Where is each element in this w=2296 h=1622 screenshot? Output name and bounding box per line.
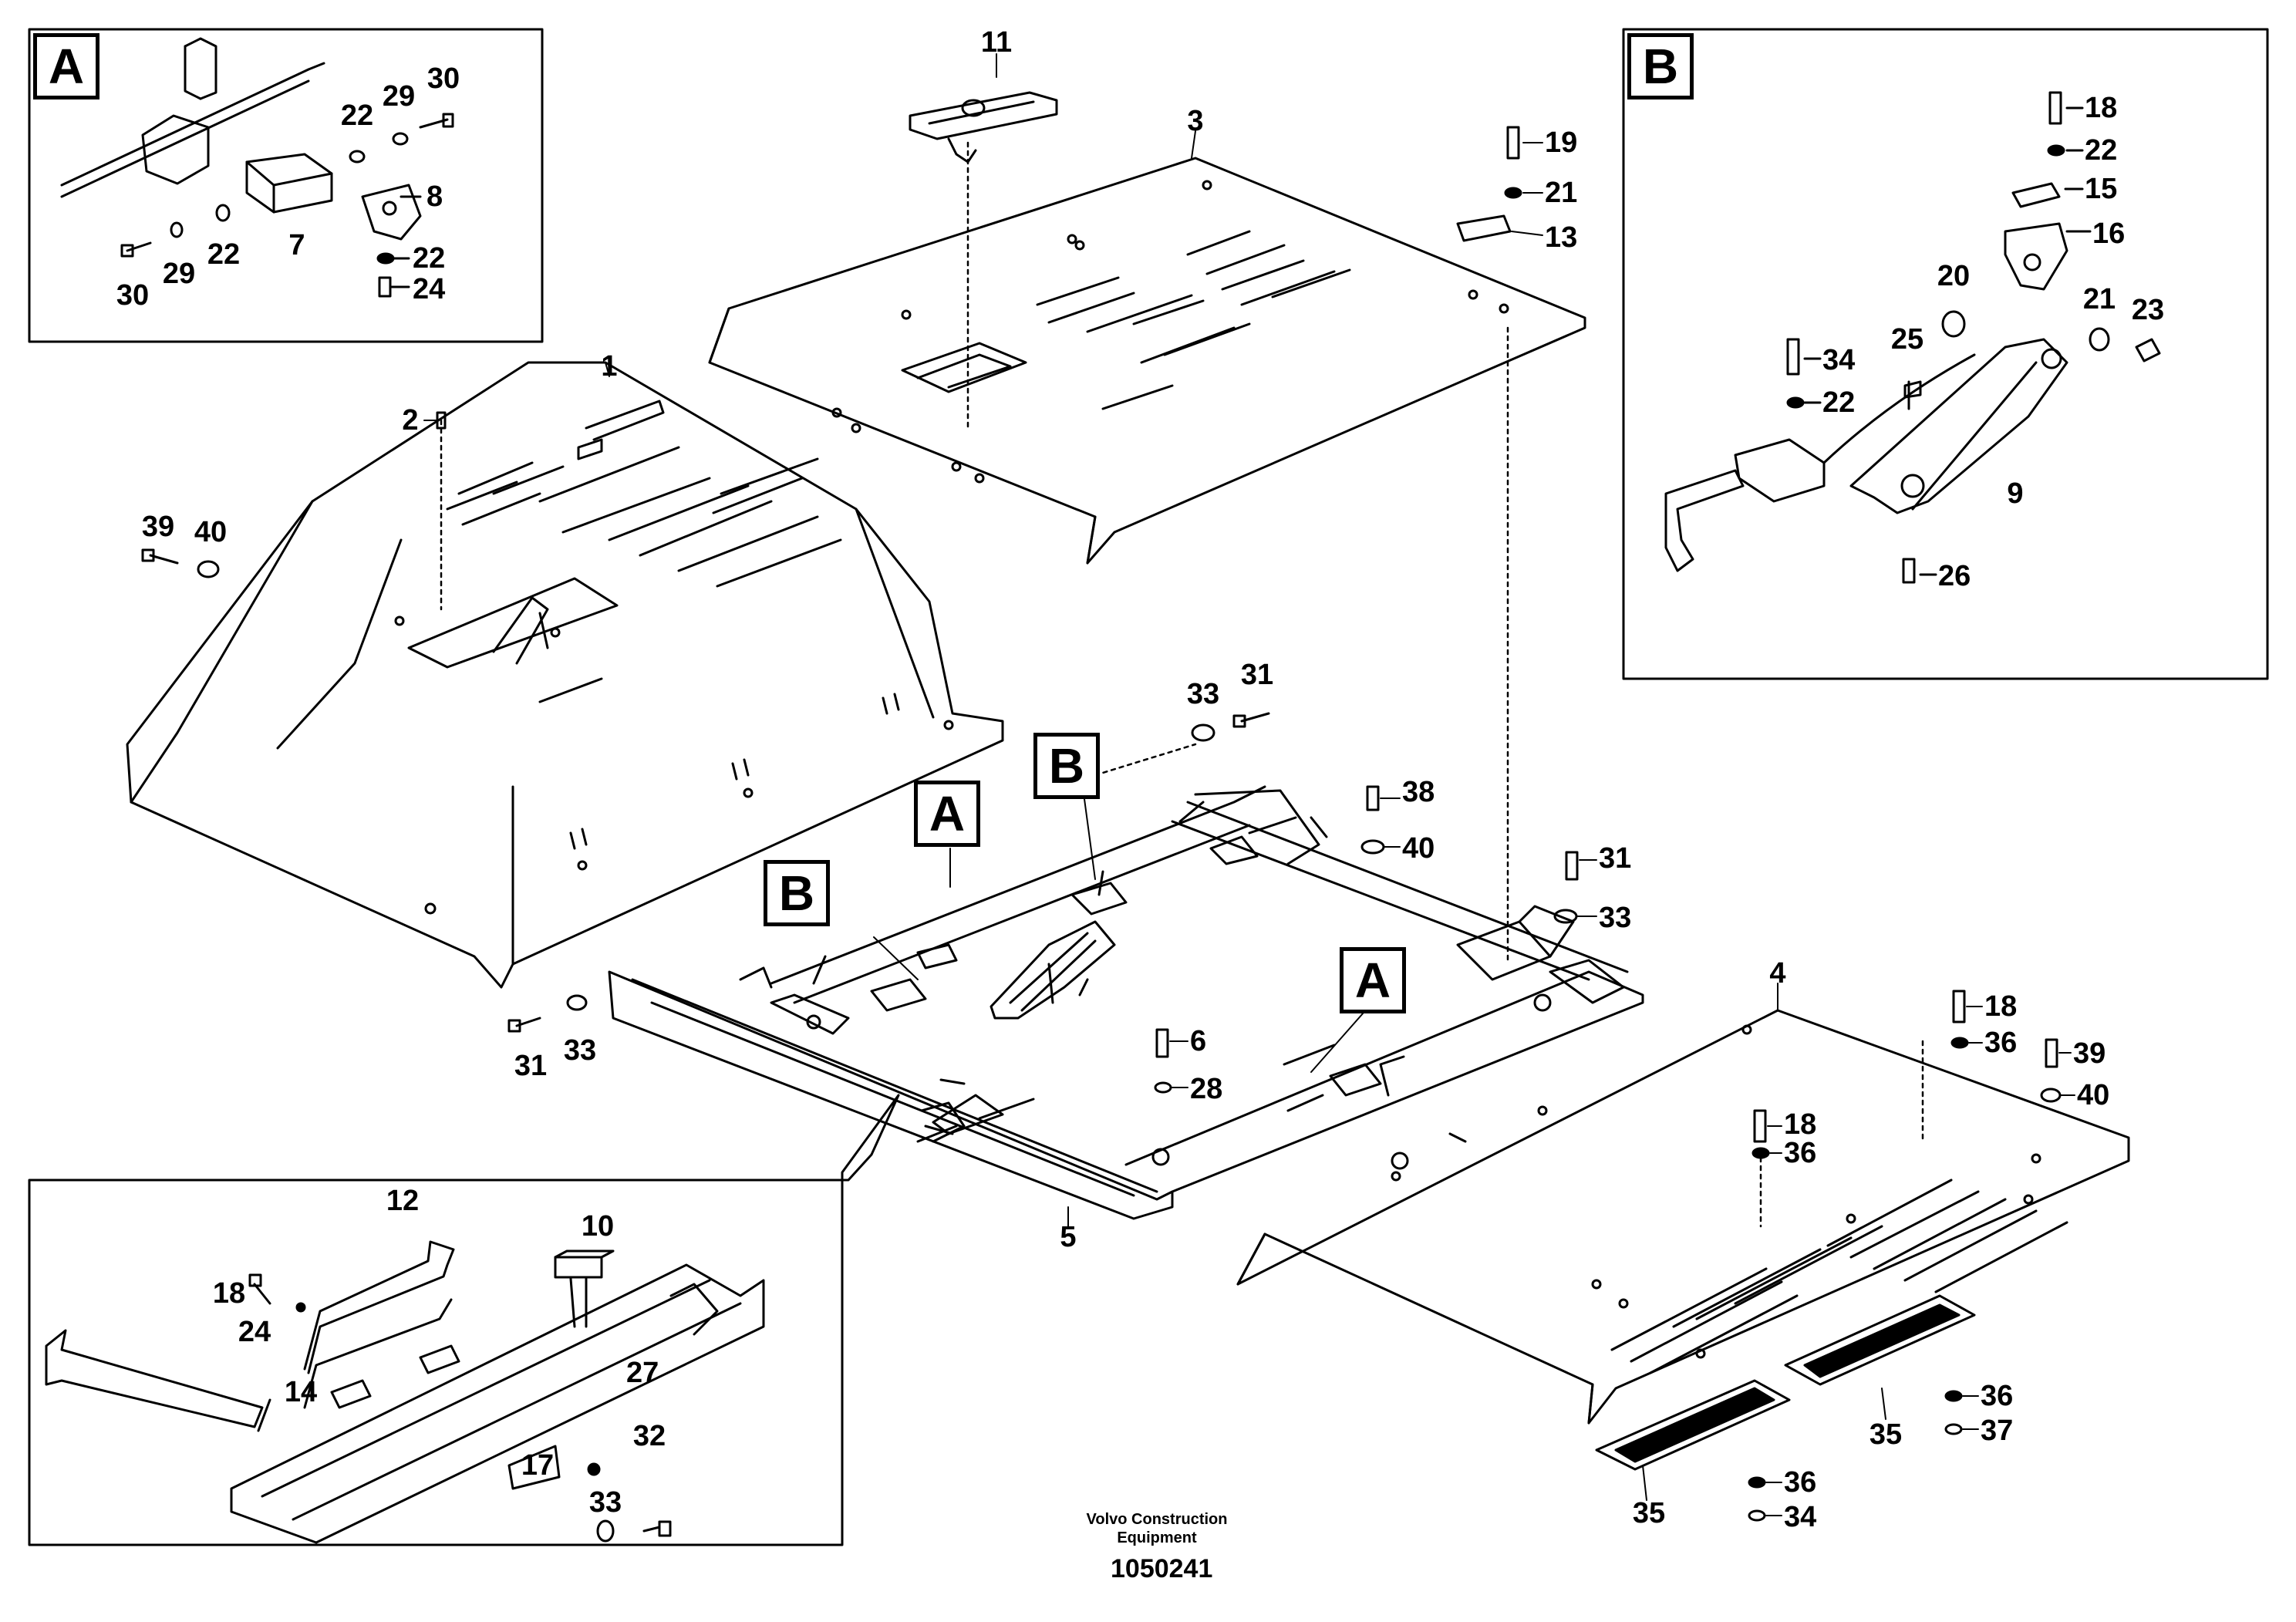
callout-6: 6 [1190, 1025, 1207, 1057]
detail-b-label-15: 15 [2085, 173, 2118, 205]
detail-b-label-26: 26 [1938, 560, 1971, 592]
detail-a-tag: A [33, 33, 99, 99]
callout-18-cover-mid: 18 [1784, 1108, 1817, 1141]
detail-b-label-21: 21 [2082, 283, 2116, 315]
detail-c-parts [45, 1240, 765, 1544]
marker-a-frame-right: A [1340, 947, 1406, 1013]
detail-a-label-7: 7 [288, 229, 305, 261]
part-1-left-canopy [126, 361, 1004, 989]
detail-a-label-22-top: 22 [340, 99, 374, 132]
part-11-latch [909, 91, 1058, 164]
callout-21: 21 [1545, 177, 1578, 209]
detail-a-label-8: 8 [426, 180, 443, 213]
detail-b-label-9: 9 [2007, 477, 2024, 510]
callout-18-cover-top: 18 [1984, 990, 2018, 1023]
detail-b-label-34: 34 [1822, 344, 1856, 376]
callout-35-left: 35 [1632, 1497, 1666, 1529]
callout-40-mid: 40 [1402, 832, 1435, 865]
detail-c-label-10: 10 [581, 1210, 615, 1243]
detail-b-label-22-top: 22 [2085, 134, 2118, 167]
detail-c-label-18: 18 [212, 1277, 246, 1310]
callout-11: 11 [980, 26, 1013, 59]
detail-a-label-29-top: 29 [382, 80, 416, 113]
callout-31-left: 31 [514, 1050, 548, 1082]
detail-c-label-17: 17 [521, 1449, 555, 1482]
detail-b-label-23: 23 [2131, 294, 2165, 326]
callout-33-top: 33 [1186, 678, 1220, 710]
callout-3: 3 [1187, 105, 1204, 137]
detail-c-label-33: 33 [588, 1486, 622, 1519]
detail-c-label-32: 32 [632, 1420, 666, 1452]
detail-b-parts [1664, 91, 2161, 584]
part-4-right-cover [1236, 1009, 2130, 1425]
detail-b-frame [1622, 28, 2269, 680]
callout-40-cover: 40 [2077, 1079, 2110, 1111]
callout-33-right: 33 [1599, 902, 1632, 934]
callout-38: 38 [1402, 776, 1435, 808]
detail-a-label-30-bottom: 30 [116, 279, 150, 312]
part-35-grille-2 [1784, 1294, 1976, 1386]
detail-a-frame [28, 28, 544, 343]
detail-c-label-27: 27 [626, 1357, 659, 1389]
drawing-number: 1050241 [1111, 1554, 1213, 1583]
callout-4: 4 [1769, 957, 1786, 990]
callout-31-right: 31 [1599, 842, 1632, 875]
callout-19: 19 [1545, 126, 1578, 159]
callout-40: 40 [194, 516, 228, 548]
callout-34: 34 [1784, 1501, 1817, 1533]
callout-36-grille-right: 36 [1981, 1380, 2014, 1412]
detail-b-label-20: 20 [1937, 260, 1971, 292]
detail-b-label-25: 25 [1890, 323, 1924, 356]
marker-b-frame-right: B [1033, 733, 1100, 799]
detail-c-label-14: 14 [284, 1376, 318, 1408]
callout-37: 37 [1981, 1415, 2014, 1447]
detail-a-label-30-top: 30 [426, 62, 460, 95]
callout-2: 2 [402, 404, 419, 437]
company-line-1: Volvo Construction [1086, 1511, 1228, 1528]
callout-36-grille-left: 36 [1784, 1466, 1817, 1499]
detail-b-label-18: 18 [2085, 92, 2118, 124]
callout-39: 39 [141, 511, 175, 543]
callout-31-top: 31 [1240, 659, 1274, 691]
detail-a-label-29-bottom: 29 [162, 258, 196, 290]
detail-c-label-24: 24 [238, 1316, 271, 1348]
company-name: Volvo Construction Equipment [1080, 1510, 1234, 1547]
fasteners [141, 126, 2062, 1522]
detail-a-label-22-right: 22 [413, 242, 446, 275]
part-5-frame [608, 743, 1644, 1220]
detail-c-label-12: 12 [386, 1185, 420, 1217]
marker-b-frame-left: B [764, 860, 830, 926]
callout-5: 5 [1060, 1221, 1077, 1253]
callout-35-right: 35 [1869, 1418, 1903, 1451]
detail-b-label-16: 16 [2092, 218, 2126, 250]
detail-a-label-22-bottom: 22 [207, 238, 241, 271]
part-35-grille-1 [1595, 1379, 1791, 1471]
callout-33-left: 33 [563, 1034, 597, 1067]
detail-b-label-22-bottom: 22 [1822, 386, 1856, 419]
detail-a-parts [60, 37, 454, 298]
company-line-2: Equipment [1117, 1529, 1197, 1546]
callout-39-cover: 39 [2073, 1037, 2106, 1070]
leader-lines [423, 53, 2075, 1516]
callout-36-cover-top: 36 [1984, 1027, 2018, 1059]
callout-36-cover-mid: 36 [1784, 1137, 1817, 1169]
marker-a-frame-left: A [914, 781, 980, 847]
callout-1: 1 [601, 350, 618, 383]
detail-a-label-24: 24 [413, 273, 446, 305]
callout-28: 28 [1190, 1073, 1223, 1105]
detail-b-tag: B [1627, 33, 1694, 99]
part-3-top-panel [708, 141, 1586, 962]
callout-13: 13 [1545, 221, 1578, 254]
